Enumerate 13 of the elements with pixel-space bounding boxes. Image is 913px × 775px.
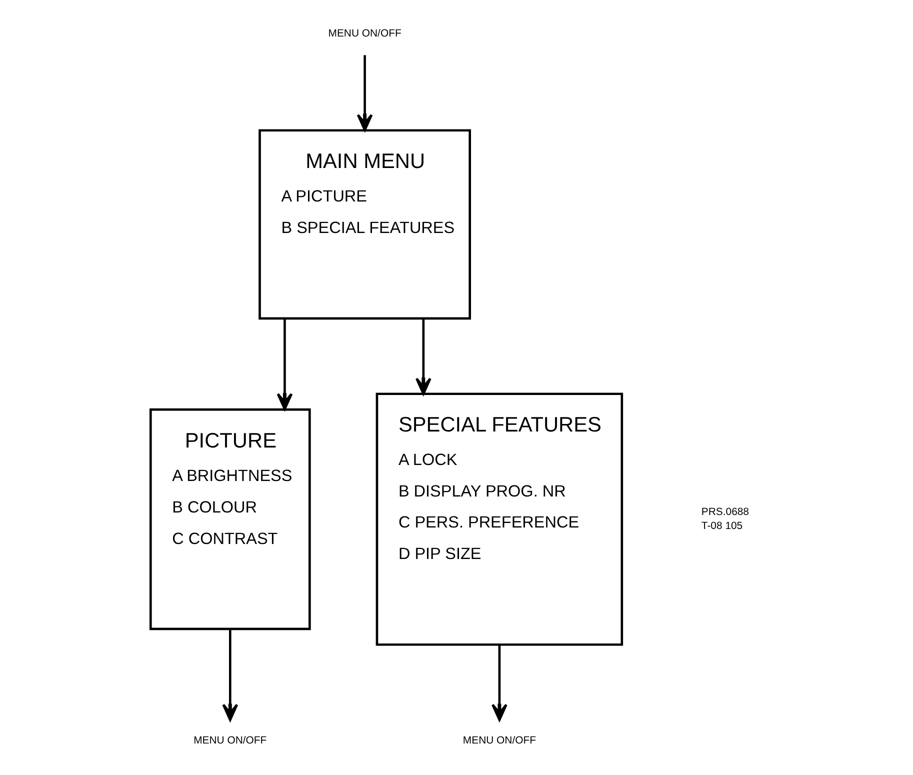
arrow	[222, 629, 238, 722]
arrow	[356, 55, 373, 132]
node-box: SPECIAL FEATURES A LOCK B DISPLAY PROG. NR C PERS. PREFERENCE D PIP SIZE	[376, 392, 624, 646]
node-text: MENU ON/OFF	[328, 28, 402, 40]
node-text: MENU ON/OFF	[194, 736, 267, 746]
arrow	[276, 318, 293, 410]
label: PRS.0688	[701, 506, 750, 518]
label: T-08 105	[701, 520, 743, 532]
arrow	[492, 644, 508, 722]
node-text: MENU ON/OFF	[462, 736, 536, 746]
arrow	[415, 318, 432, 395]
node-box: PICTURE A BRIGHTNESS B COLOUR C CONTRAST	[149, 408, 311, 630]
node-box: MAIN MENU A PICTURE B SPECIAL FEATURES	[258, 129, 472, 320]
